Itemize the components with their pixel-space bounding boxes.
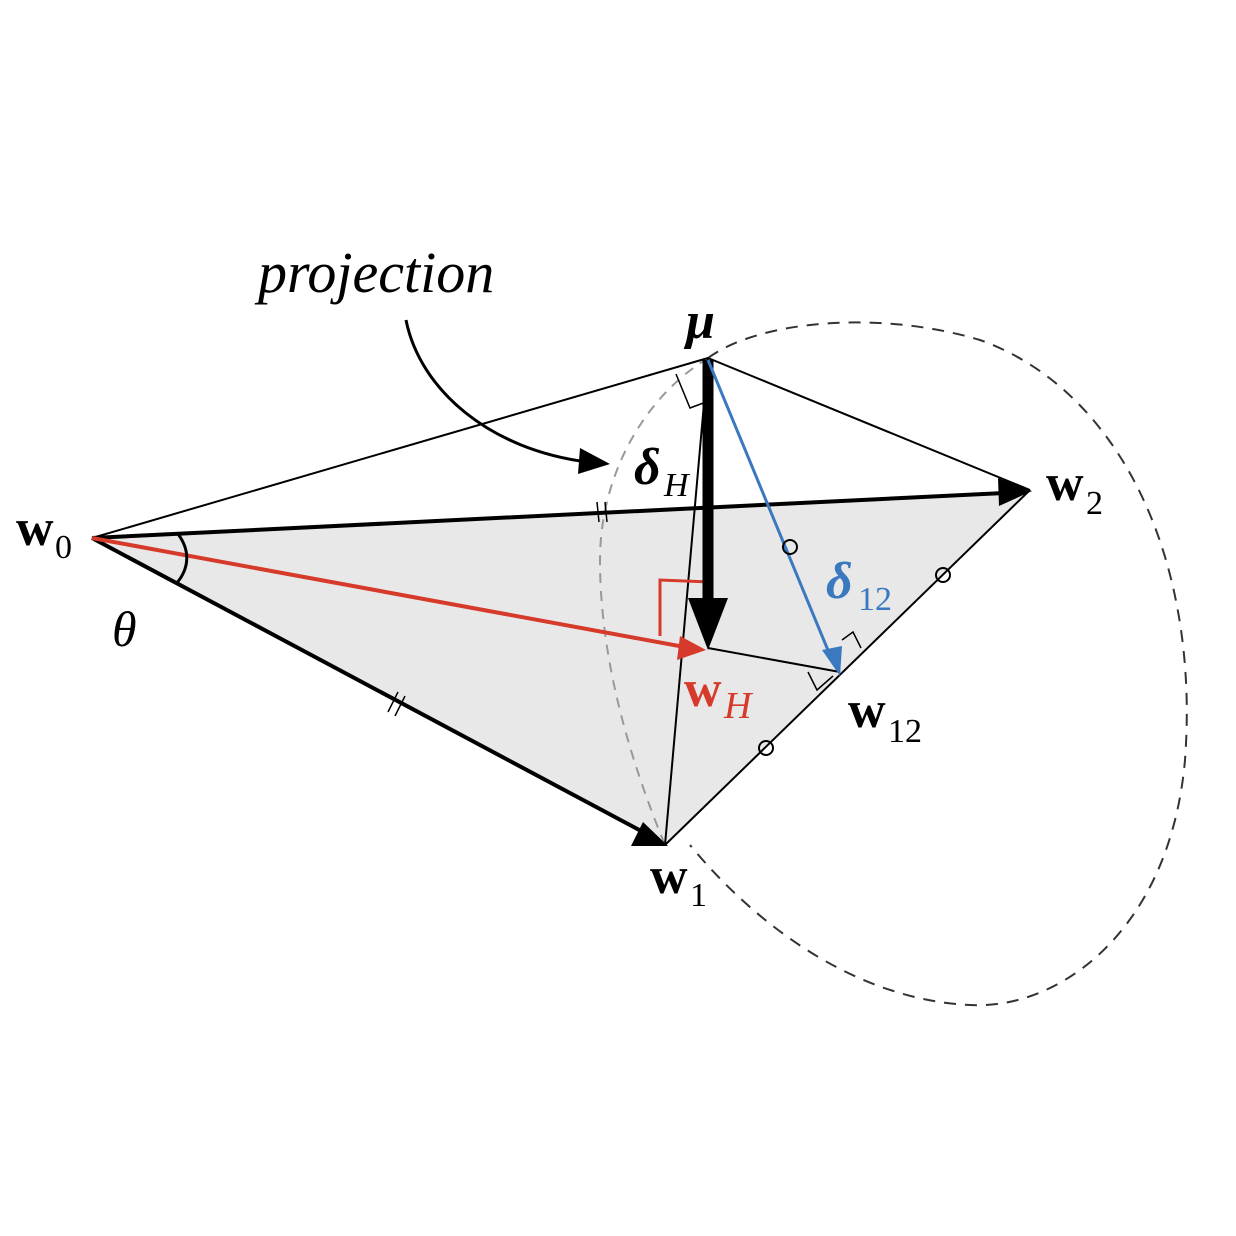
equal-mark-circle-lower bbox=[758, 740, 774, 756]
w0-subscript: 0 bbox=[55, 529, 72, 566]
delta-12-symbol: δ bbox=[826, 553, 853, 610]
vector-w0-w2-head bbox=[998, 478, 1032, 506]
w2-subscript: 2 bbox=[1086, 485, 1103, 522]
delta-12-subscript: 12 bbox=[858, 581, 892, 618]
w12-subscript: 12 bbox=[888, 713, 922, 750]
vector-delta-12 bbox=[706, 359, 834, 661]
equal-mark-circle-upper bbox=[935, 567, 951, 583]
vector-w0-wh bbox=[91, 536, 691, 650]
edge-w1-w2 bbox=[664, 489, 1031, 846]
projection-label: projection bbox=[254, 240, 494, 305]
wh-label: w H bbox=[684, 661, 754, 727]
equal-mark-circle-delta12 bbox=[782, 539, 798, 555]
edge-mu-w2 bbox=[707, 357, 1031, 491]
vector-w0-w2 bbox=[91, 490, 1025, 540]
projection-arrow bbox=[404, 319, 589, 464]
w1-subscript: 1 bbox=[690, 877, 707, 914]
red-right-angle-mark bbox=[658, 578, 711, 636]
dashed-circle bbox=[689, 321, 1188, 1007]
theta-angle-arc bbox=[174, 533, 189, 585]
vector-delta-12-head bbox=[822, 646, 842, 676]
vector-w0-wh-head bbox=[677, 636, 706, 660]
projection-arrow-head bbox=[578, 448, 610, 474]
w2-symbol: w bbox=[1046, 455, 1084, 512]
double-tick-w0-w2 bbox=[596, 501, 608, 523]
mu-label: μ bbox=[683, 293, 715, 350]
delta-h-label: δ H bbox=[634, 439, 691, 504]
edge-mu-w1 bbox=[664, 357, 709, 846]
theta-label: θ bbox=[112, 601, 137, 657]
plane-triangle bbox=[92, 490, 1030, 845]
delta-12-label: δ 12 bbox=[826, 553, 892, 618]
w12-symbol: w bbox=[848, 682, 886, 739]
w1-symbol: w bbox=[650, 848, 688, 905]
edge-wh-w12 bbox=[707, 647, 841, 673]
delta-h-symbol: δ bbox=[634, 439, 661, 496]
w2-label: w 2 bbox=[1046, 455, 1103, 522]
w12-right-angle-mark-bottom bbox=[807, 671, 834, 692]
w0-label: w 0 bbox=[16, 500, 72, 566]
w12-right-angle-mark-top bbox=[841, 630, 862, 649]
edge-w0-mu bbox=[91, 357, 709, 539]
mu-right-angle-mark bbox=[675, 373, 707, 409]
dashed-arc bbox=[598, 357, 709, 846]
double-tick-w0-w1 bbox=[387, 691, 406, 717]
vector-w0-w1-head bbox=[631, 822, 668, 846]
vector-w0-w1 bbox=[91, 536, 659, 842]
w1-label: w 1 bbox=[650, 848, 707, 914]
wh-subscript: H bbox=[723, 685, 754, 727]
vector-delta-h-head bbox=[688, 598, 728, 650]
w0-symbol: w bbox=[16, 500, 54, 557]
wh-symbol: w bbox=[684, 661, 722, 718]
delta-h-subscript: H bbox=[663, 467, 691, 504]
w12-label: w 12 bbox=[848, 682, 922, 750]
